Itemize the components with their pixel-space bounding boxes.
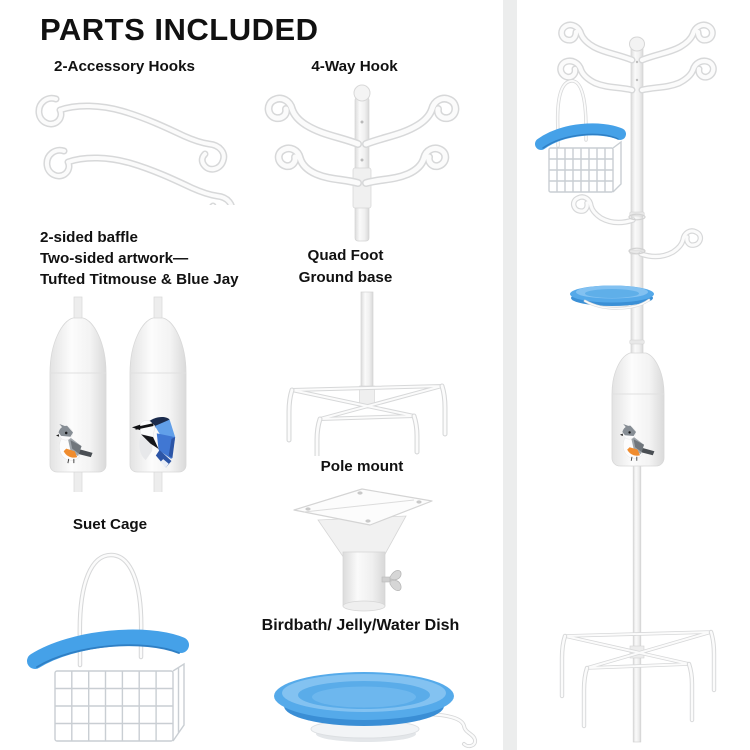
mount-plate [293,488,433,526]
baffle-bluejay-side [129,296,187,492]
station-ground-base [559,629,717,729]
quad-foot-label: Quad Foot Ground base [298,247,393,286]
hook-arm-lower-left [274,144,362,187]
hanger-arch [77,552,144,668]
suet-roof [27,629,189,669]
panel-divider [503,0,517,750]
birdbath-dish [274,672,454,742]
station-suet-cage [535,79,626,193]
assembled-station-illustration [535,21,717,743]
suet-cage-label: Suet Cage [72,516,148,533]
cage-grid [54,662,185,742]
birdbath-illustration [274,672,478,749]
quad-foot-illustration [286,291,448,456]
page-title: PARTS INCLUDED [40,12,319,47]
wing-screw [381,570,402,591]
mount-socket [342,551,402,612]
baffle-label: 2-sided baffle Two-sided artwork— Tufted… [40,229,239,288]
four-way-hook-label: 4-Way Hook [311,58,398,75]
hook-arm-lower-right [362,144,450,187]
station-accessory-hook-right [628,228,704,260]
cage-grid [548,140,622,193]
hook-arm-upper-right [362,94,460,148]
pole-mount-label: Pole mount [320,458,404,475]
four-way-hook-illustration [264,84,460,242]
baffle-illustration [49,296,187,492]
pole-mount-illustration [293,488,433,612]
suet-cage-illustration [27,552,189,742]
ground-base-frame [286,383,448,456]
accessory-hook-icon [39,98,224,169]
birdbath-label: Birdbath/ Jelly/Water Dish [261,617,460,634]
station-four-way-hook [557,21,717,94]
mount-wire [418,712,478,749]
accessory-hooks-illustration [25,90,235,205]
baffle-titmouse-side [49,296,107,492]
station-dish [570,285,654,310]
hook-arm-upper-left [264,94,362,148]
station-baffle [611,352,665,467]
station-accessory-hook-left [570,194,646,226]
accessory-hooks-label: 2-Accessory Hooks [54,58,195,75]
